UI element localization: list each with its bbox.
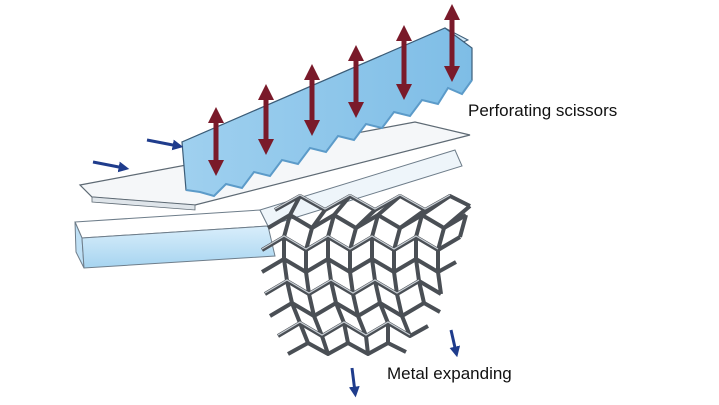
metal-expanding-label: Metal expanding — [387, 364, 512, 383]
feed-arrows — [92, 138, 184, 173]
perforating-scissors-label: Perforating scissors — [468, 101, 618, 120]
output-arrow-icon — [348, 367, 360, 398]
output-arrow-icon — [449, 329, 461, 358]
lower-die — [74, 149, 463, 269]
motion-arrows — [207, 3, 461, 177]
output-arrows — [348, 329, 461, 398]
feed-arrow-icon — [146, 138, 184, 151]
mesh-highlight — [261, 194, 451, 336]
expanded-metal-mesh — [260, 194, 472, 356]
feed-arrow-icon — [92, 160, 130, 173]
